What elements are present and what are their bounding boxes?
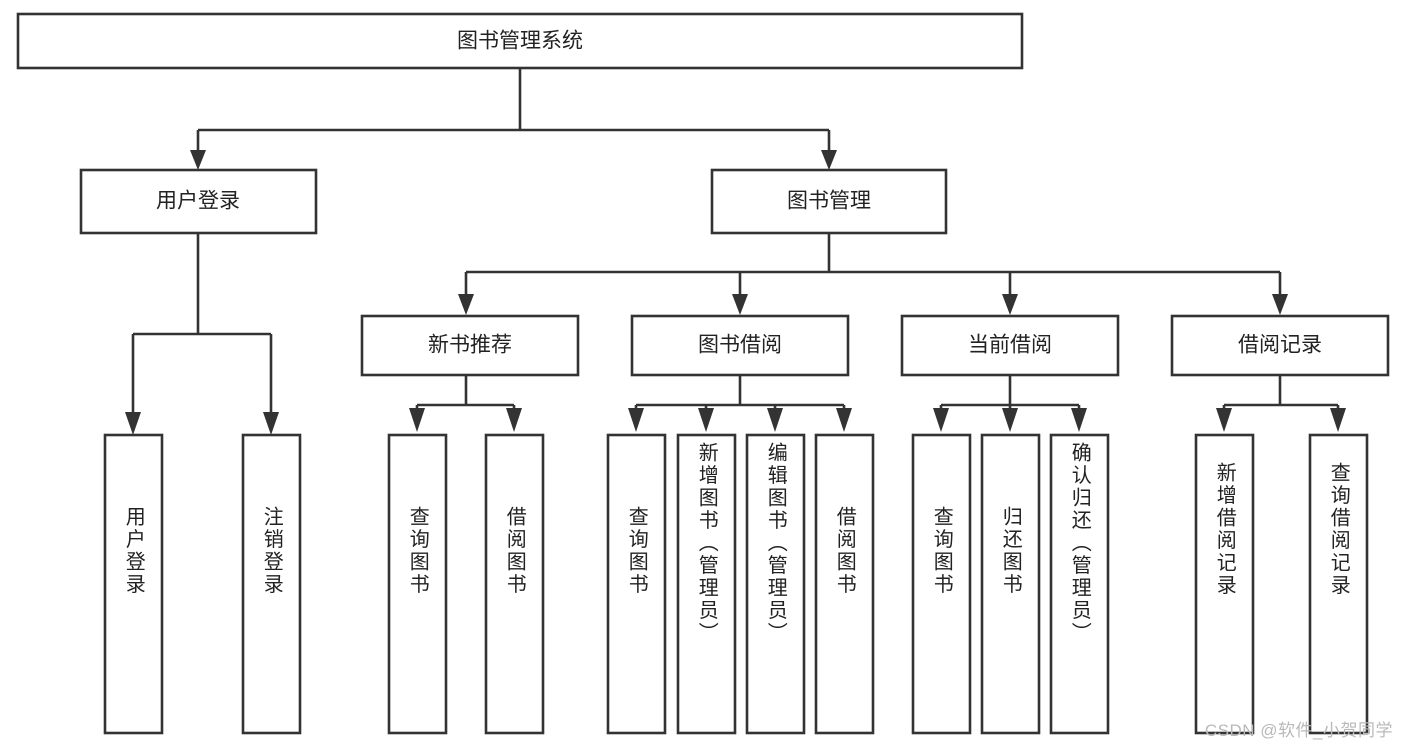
leaf-box-newbook-2[interactable]: [484, 433, 545, 735]
connector-group-newbook: [409, 375, 522, 432]
arrow-head-leaf-borrowrecord-1: [1216, 408, 1232, 432]
arrow-head-leaf-bookborrow-2: [698, 408, 714, 432]
leaf-box-currentborrow-3[interactable]: [1049, 433, 1110, 735]
node-borrow-record[interactable]: [1170, 314, 1390, 377]
leaf-box-currentborrow-1[interactable]: [911, 433, 972, 735]
leaf-box-bookborrow-2[interactable]: [676, 433, 737, 735]
node-book-borrow[interactable]: [630, 314, 850, 377]
node-label-book-management: 图书管理: [787, 190, 871, 213]
node-user-login[interactable]: [79, 168, 318, 235]
leaf-box-currentborrow-2[interactable]: [980, 433, 1041, 735]
arrow-head-userlogin: [190, 150, 206, 170]
arrow-head-bookborrow: [732, 294, 748, 315]
connector-group-bookborrow: [628, 375, 852, 432]
connector-group-bookmgmt: [458, 233, 1288, 315]
connector-group-currentborrow: [933, 375, 1087, 432]
arrow-head-leaf-user-login-1: [125, 412, 141, 435]
node-label-user-login: 用户登录: [156, 190, 240, 213]
arrow-head-leaf-newbook-1: [409, 408, 425, 432]
leaf-box-bookborrow-4[interactable]: [814, 433, 875, 735]
node-new-book-recommend[interactable]: [360, 314, 580, 377]
connector-group-root: [190, 68, 837, 170]
leaf-box-borrowrecord-1[interactable]: [1194, 433, 1255, 735]
arrow-head-leaf-newbook-2: [506, 408, 522, 432]
node-current-borrow[interactable]: [900, 314, 1120, 377]
arrow-head-leaf-bookborrow-3: [767, 408, 783, 432]
node-label-root: 图书管理系统: [457, 30, 583, 53]
arrow-head-leaf-bookborrow-1: [628, 408, 644, 432]
node-label-borrow-record: 借阅记录: [1238, 334, 1322, 357]
leaf-box-newbook-1[interactable]: [387, 433, 448, 735]
leaf-box-user-login-1[interactable]: [103, 433, 164, 735]
arrow-head-leaf-user-login-2: [263, 412, 279, 435]
arrow-head-currentborrow: [1002, 294, 1018, 315]
node-root[interactable]: [16, 12, 1024, 70]
arrow-head-leaf-borrowrecord-2: [1330, 408, 1346, 432]
watermark-text: CSDN @软件_小贺同学: [1204, 721, 1393, 740]
arrow-head-borrowrecord: [1272, 294, 1288, 315]
arrow-head-newbook: [458, 294, 474, 315]
arrow-head-bookmgmt: [821, 150, 837, 170]
leaf-box-borrowrecord-2[interactable]: [1308, 433, 1369, 735]
leaf-box-user-login-2[interactable]: [241, 433, 302, 735]
leaf-box-bookborrow-3[interactable]: [745, 433, 806, 735]
node-label-book-borrow: 图书借阅: [698, 334, 782, 357]
arrow-head-leaf-bookborrow-4: [836, 408, 852, 432]
leaf-box-bookborrow-1[interactable]: [606, 433, 667, 735]
node-label-current-borrow: 当前借阅: [968, 334, 1052, 357]
connector-group-borrowrecord: [1216, 375, 1346, 432]
arrow-head-leaf-currentborrow-1: [933, 408, 949, 432]
arrow-head-leaf-currentborrow-2: [1002, 408, 1018, 432]
connector-group-userlogin: [125, 233, 279, 435]
arrow-head-leaf-currentborrow-3: [1071, 408, 1087, 432]
node-label-new-book-recommend: 新书推荐: [428, 334, 512, 357]
node-book-management[interactable]: [710, 168, 948, 235]
